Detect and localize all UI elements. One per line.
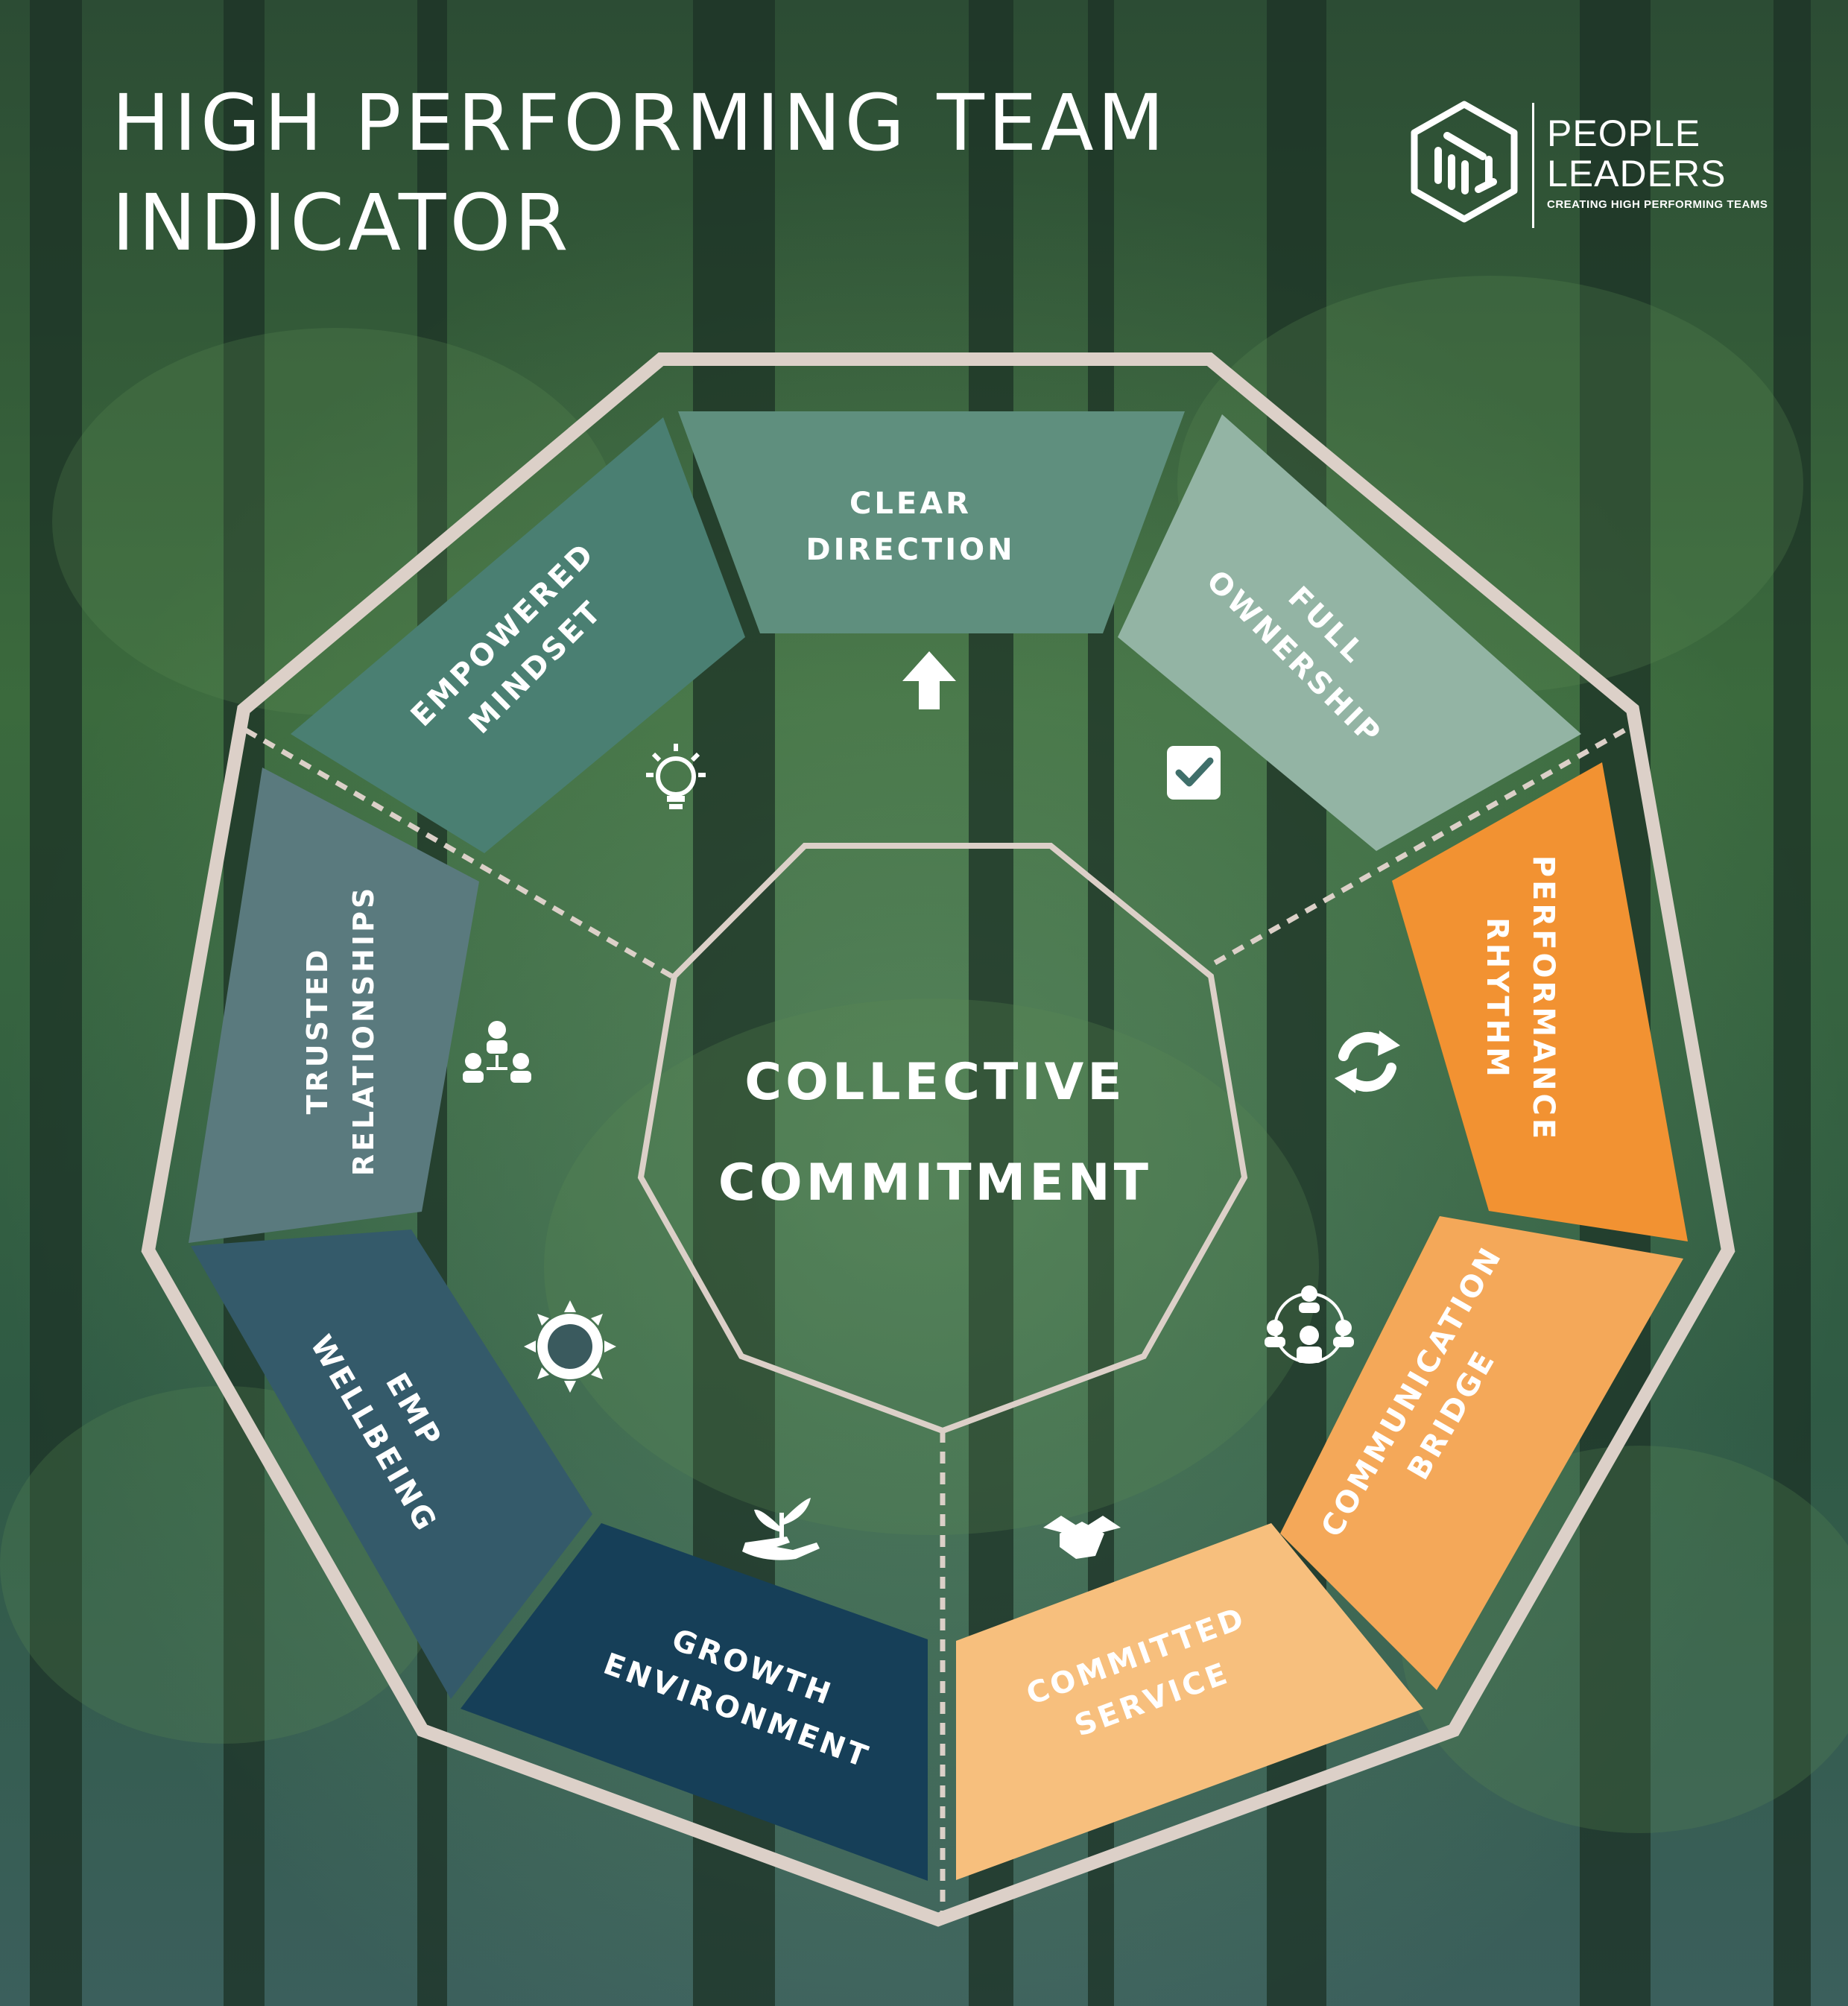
segment-label-line-2: DIRECTION xyxy=(806,533,1015,567)
hexagon-logo-icon xyxy=(1411,101,1518,223)
segment-label-line-2: RHYTHM xyxy=(1480,917,1514,1080)
lightbulb-icon xyxy=(646,744,706,809)
logo-line-people: PEOPLE xyxy=(1547,113,1701,154)
group-network-icon xyxy=(1265,1285,1354,1364)
segment-shape-trusted-relationships xyxy=(189,768,479,1243)
segment-performance-rhythm: PERFORMANCE RHYTHM xyxy=(1392,762,1688,1241)
sun-icon xyxy=(524,1300,616,1393)
refresh-icon xyxy=(1335,1031,1400,1093)
section-dividers xyxy=(244,727,1626,1915)
segment-clear-direction: CLEAR DIRECTION xyxy=(678,411,1185,633)
segment-label-line-2: RELATIONSHIPS xyxy=(347,885,380,1177)
segment-shape-full-ownership xyxy=(1118,414,1581,851)
plant-hand-icon xyxy=(742,1498,820,1560)
checkbox-icon xyxy=(1167,746,1221,800)
segment-shape-empowered-mindset xyxy=(291,417,745,853)
logo-wordmark: PEOPLE LEADERS CREATING HIGH PERFORMING … xyxy=(1547,113,1768,211)
title-line-2: INDICATOR xyxy=(112,177,572,268)
handshake-icon xyxy=(1043,1516,1121,1559)
people-leaders-logo: PEOPLE LEADERS CREATING HIGH PERFORMING … xyxy=(1401,98,1773,232)
page-title: HIGH PERFORMING TEAM INDICATOR xyxy=(112,73,1168,273)
segment-shape-clear-direction xyxy=(678,411,1185,633)
segment-label-line-1: CLEAR xyxy=(849,487,972,521)
title-line-1: HIGH PERFORMING TEAM xyxy=(112,77,1168,168)
segment-label-line-1: PERFORMANCE xyxy=(1526,855,1560,1142)
segment-shape-growth-environment xyxy=(461,1523,928,1881)
segment-label-line-1: TRUSTED xyxy=(301,947,334,1115)
segment-trusted-relationships: TRUSTED RELATIONSHIPS xyxy=(189,768,479,1243)
center-label-line-1: COLLECTIVE xyxy=(744,1053,1126,1112)
center-label: COLLECTIVE COMMITMENT xyxy=(718,1053,1152,1212)
logo-tagline: CREATING HIGH PERFORMING TEAMS xyxy=(1547,198,1768,211)
divider-top-right xyxy=(1206,727,1626,970)
segment-label-clear-direction: CLEAR DIRECTION xyxy=(806,487,1015,567)
logo-line-leaders: LEADERS xyxy=(1547,153,1727,194)
segment-shape-communication-bridge xyxy=(1280,1216,1683,1690)
icons-layer xyxy=(463,651,1400,1560)
logo-divider xyxy=(1532,103,1534,228)
inner-nonagon-frame xyxy=(637,843,1248,1434)
segment-label-trusted-relationships: TRUSTED RELATIONSHIPS xyxy=(301,885,380,1177)
center-label-line-2: COMMITMENT xyxy=(718,1154,1152,1212)
segment-shape-performance-rhythm xyxy=(1392,762,1688,1241)
segment-shape-committed-service xyxy=(956,1523,1423,1880)
segment-label-performance-rhythm: PERFORMANCE RHYTHM xyxy=(1480,855,1560,1142)
outer-nonagon-frame xyxy=(141,352,1735,1927)
segment-shape-emp-wellbeing xyxy=(191,1230,592,1699)
arrow-up-icon xyxy=(902,651,956,709)
people-connection-icon xyxy=(463,1021,531,1083)
